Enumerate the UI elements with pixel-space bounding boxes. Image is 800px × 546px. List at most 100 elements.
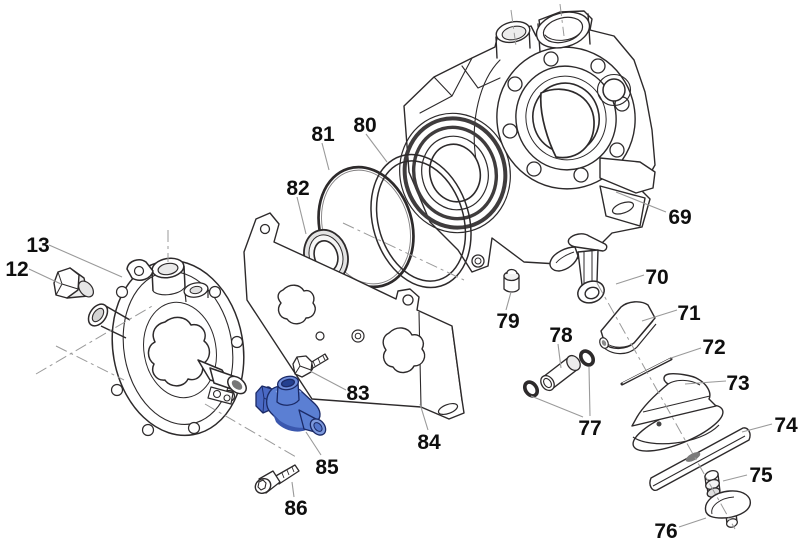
- part-label-78: 78: [549, 324, 573, 347]
- part-label-74: 74: [774, 414, 798, 437]
- guide-side-hole-bore: [601, 340, 607, 346]
- part-orings-77: [522, 349, 596, 398]
- leader-77-right: [588, 366, 591, 417]
- bearing-bore: [428, 143, 482, 203]
- part-label-72: 72: [702, 336, 725, 359]
- boss-bore: [231, 380, 243, 390]
- part-label-13: 13: [26, 234, 49, 257]
- head-outlet-boss: [197, 359, 247, 405]
- leader-71: [641, 309, 678, 322]
- bolt-hex-facets: [294, 356, 312, 375]
- oring-small-left: [522, 380, 540, 398]
- part-cap-76: [704, 490, 751, 528]
- part-label-76: 76: [654, 520, 677, 543]
- cap-dome-inner-line: [711, 496, 735, 515]
- plug-hex-facets: [55, 271, 79, 296]
- cylinder-rim-inner: [542, 16, 584, 44]
- part-rod-70: [549, 233, 608, 304]
- plate-tab-hole: [259, 223, 271, 235]
- plate-cutout-clover-right: [382, 327, 426, 374]
- rod-top-bar: [567, 233, 608, 252]
- head-center-opening: [147, 316, 211, 387]
- rod-saddle-inner-line: [555, 251, 575, 264]
- mount-foot-slot: [611, 201, 635, 215]
- centerline-left-port-axis: [55, 345, 125, 381]
- leader-70: [615, 274, 645, 285]
- rim-hole: [187, 421, 201, 435]
- strip-thickness-line: [652, 435, 746, 487]
- bolt-hole: [573, 167, 589, 183]
- screw-socket-hex: [257, 479, 267, 491]
- leader-78: [557, 343, 562, 369]
- part-plug-79: [503, 268, 520, 293]
- rod-shank: [577, 249, 599, 286]
- cylinder-bore-shadow: [544, 32, 581, 41]
- crankshaft-bearing: [399, 112, 511, 234]
- part-label-12: 12: [5, 258, 28, 281]
- side-boss-ring: [596, 73, 632, 107]
- ring-outer: [370, 153, 472, 289]
- plate-countersunk-hole-inner: [354, 332, 362, 340]
- bolt-hole: [543, 51, 559, 67]
- leader-72: [670, 347, 702, 359]
- leader-74: [741, 423, 773, 433]
- rod-eye-bore: [584, 286, 600, 300]
- ring-inner: [375, 160, 467, 282]
- leader-79: [505, 291, 512, 311]
- part-label-83: 83: [346, 382, 369, 405]
- housing-bell-body: [631, 373, 717, 427]
- part-ring-80: [370, 153, 472, 289]
- part-valve-strip-74: [649, 427, 751, 492]
- part-label-69: 69: [668, 206, 691, 229]
- centerline-cylinder-left: [510, 9, 517, 47]
- cap-dome: [704, 490, 751, 519]
- head-secondary-stub: [183, 282, 209, 303]
- bolt-hole: [609, 142, 625, 158]
- leader-69: [615, 191, 667, 213]
- bolt-hole: [502, 123, 518, 139]
- rod-shank-ribs: [583, 251, 593, 284]
- leader-76: [678, 517, 707, 528]
- foot-bolt-hole: [471, 254, 485, 268]
- pin-end-face: [566, 354, 581, 372]
- leader-82: [296, 196, 307, 235]
- part-label-85: 85: [315, 456, 339, 479]
- leader-75: [722, 474, 748, 482]
- crankcase-facet-line: [461, 65, 501, 89]
- leader-81: [321, 142, 330, 171]
- part-label-73: 73: [726, 372, 749, 395]
- leader-13: [48, 244, 123, 278]
- strip-seat-pad: [685, 452, 701, 462]
- leader-77-left: [530, 395, 584, 418]
- rim-hole: [115, 285, 129, 299]
- part-label-79: 79: [496, 310, 519, 333]
- leader-lines: [28, 133, 773, 528]
- part-label-71: 71: [677, 302, 701, 325]
- bracket-hole: [223, 394, 231, 402]
- rim-hole: [110, 383, 124, 397]
- fitting-tube-bore: [280, 378, 296, 388]
- bearing-spring-ring-inner: [411, 125, 499, 221]
- rim-hole: [208, 285, 222, 299]
- plate-countersunk-hole: [351, 329, 365, 343]
- bolt-hole: [507, 76, 523, 92]
- leader-86: [291, 481, 295, 498]
- plate-cutout-clover-left: [277, 284, 316, 325]
- part-pin-78: [540, 354, 581, 392]
- leader-85: [305, 431, 322, 456]
- part-label-70: 70: [645, 266, 668, 289]
- oring-small-right: [578, 349, 596, 367]
- bearing-spring-ring-outer: [402, 116, 508, 230]
- foot-bolt-hole-inner: [474, 257, 482, 265]
- leader-12: [28, 268, 62, 285]
- port-base: [152, 286, 186, 296]
- part-crankcase-69: [399, 10, 656, 273]
- part-label-80: 80: [353, 114, 376, 137]
- housing-crest-line: [667, 379, 701, 386]
- rim-hole: [141, 423, 155, 437]
- stub-bore: [189, 285, 203, 295]
- part-label-75: 75: [749, 464, 773, 487]
- part-number-labels: 12 13 69 70 71 72 73 74 75 76 77 78 79 8…: [5, 114, 798, 543]
- screw-threads: [281, 466, 295, 479]
